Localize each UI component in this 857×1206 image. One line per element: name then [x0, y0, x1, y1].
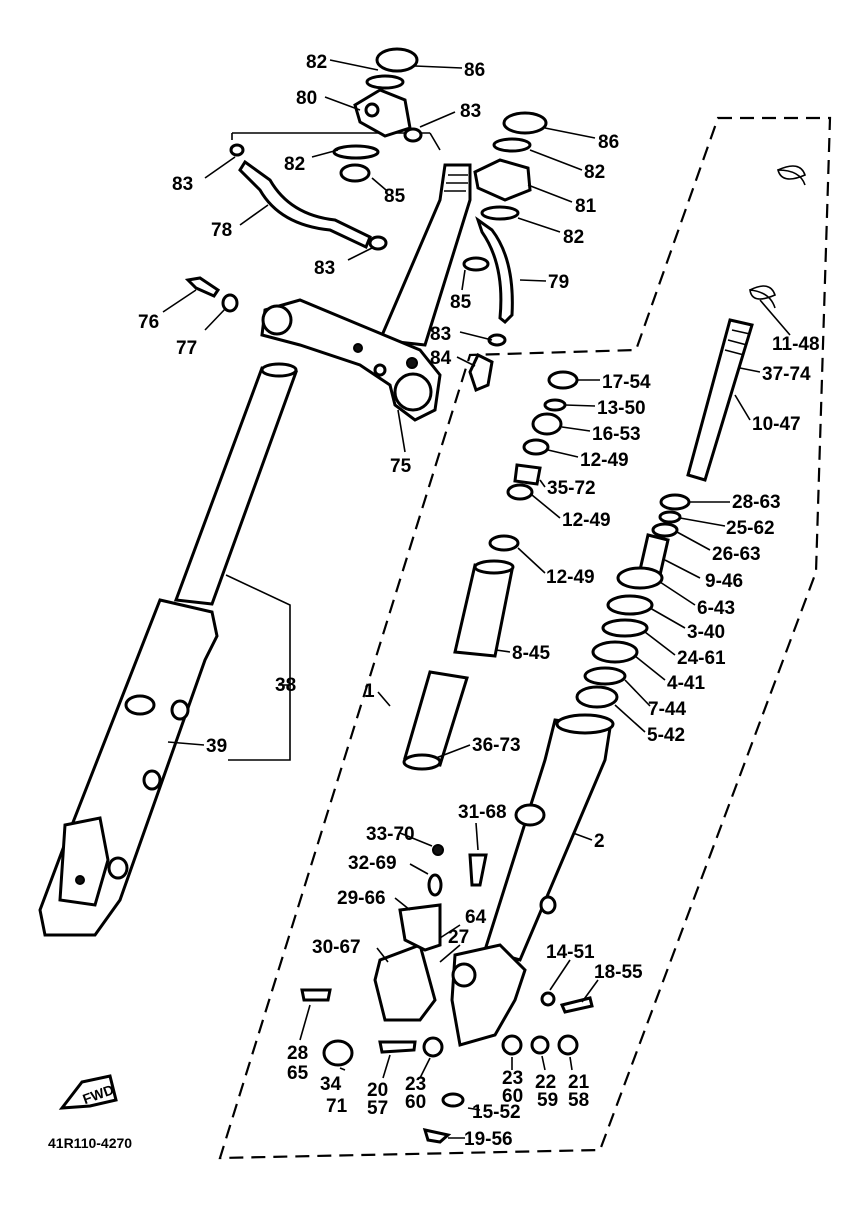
label-7-44: 7-44 — [648, 699, 686, 720]
label-19-56: 19-56 — [464, 1129, 513, 1150]
label-10-47: 10-47 — [752, 414, 801, 435]
left-fork-assembly — [38, 362, 299, 937]
label-81: 81 — [575, 196, 597, 217]
label-57: 57 — [367, 1098, 388, 1119]
label-82: 82 — [306, 52, 327, 73]
label-82: 82 — [284, 154, 305, 175]
label-79: 79 — [548, 272, 569, 293]
assembly-outline-dashed — [218, 116, 832, 1160]
label-85: 85 — [384, 186, 406, 207]
label-85: 85 — [450, 292, 472, 313]
label-32-69: 32-69 — [348, 853, 397, 874]
label-15-52: 15-52 — [472, 1102, 521, 1123]
label-23: 23 — [502, 1068, 523, 1089]
label-27: 27 — [448, 927, 469, 948]
label-60: 60 — [502, 1086, 523, 1107]
label-29-66: 29-66 — [337, 888, 386, 909]
label-82: 82 — [584, 162, 605, 183]
leader-lines — [162, 59, 791, 1139]
brake-hose-left — [238, 159, 372, 250]
label-83: 83 — [172, 174, 193, 195]
label-31-68: 31-68 — [458, 802, 507, 823]
forward-arrow-icon: FWD — [58, 1074, 118, 1110]
label-12-49: 12-49 — [562, 510, 611, 531]
label-80: 80 — [296, 88, 317, 109]
label-71: 71 — [326, 1096, 348, 1117]
label-6-43: 6-43 — [697, 598, 735, 619]
label-4-41: 4-41 — [667, 673, 705, 694]
label-76: 76 — [138, 312, 159, 333]
label-3-40: 3-40 — [687, 622, 725, 643]
cap-and-seals — [488, 370, 579, 552]
label-28: 28 — [287, 1043, 308, 1064]
brake-hose-right — [475, 216, 514, 325]
label-8-45: 8-45 — [512, 643, 550, 664]
label-23: 23 — [405, 1074, 426, 1095]
label-24-61: 24-61 — [677, 648, 726, 669]
label-83: 83 — [314, 258, 335, 279]
label-16-53: 16-53 — [592, 424, 641, 445]
label-77: 77 — [176, 338, 197, 359]
label-35-72: 35-72 — [547, 478, 596, 499]
label-34: 34 — [320, 1074, 342, 1095]
label-59: 59 — [537, 1090, 558, 1111]
label-1: 1 — [364, 681, 375, 702]
label-33-70: 33-70 — [366, 824, 415, 845]
part-labels: 82 86 80 83 86 83 82 85 82 81 78 82 83 7… — [48, 52, 820, 1151]
label-38: 38 — [275, 675, 296, 696]
label-17-54: 17-54 — [602, 372, 651, 393]
label-83: 83 — [460, 101, 481, 122]
diagram-code: 41R110-4270 — [48, 1135, 132, 1151]
top-hardware — [229, 47, 548, 221]
label-12-49: 12-49 — [546, 567, 595, 588]
label-2: 2 — [594, 831, 605, 852]
label-18-55: 18-55 — [594, 962, 643, 983]
label-14-51: 14-51 — [546, 942, 595, 963]
label-83: 83 — [430, 324, 451, 345]
label-13-50: 13-50 — [597, 398, 646, 419]
label-5-42: 5-42 — [647, 725, 685, 746]
label-39: 39 — [206, 736, 227, 757]
label-20: 20 — [367, 1080, 388, 1101]
label-86: 86 — [598, 132, 619, 153]
label-64: 64 — [465, 907, 487, 928]
label-21: 21 — [568, 1072, 590, 1093]
label-78: 78 — [211, 220, 232, 241]
label-36-73: 36-73 — [472, 735, 521, 756]
right-outer-tube — [450, 713, 615, 1047]
label-84: 84 — [430, 348, 452, 369]
cylinder-lower — [403, 670, 469, 767]
label-12-49: 12-49 — [580, 450, 629, 471]
label-75: 75 — [390, 456, 412, 477]
label-22: 22 — [535, 1072, 556, 1093]
label-28-63: 28-63 — [732, 492, 781, 513]
label-65: 65 — [287, 1063, 309, 1084]
label-82: 82 — [563, 227, 584, 248]
label-11-48: 11-48 — [772, 334, 820, 355]
label-26-63: 26-63 — [712, 544, 761, 565]
cylinder-upper — [453, 563, 514, 658]
label-86: 86 — [464, 60, 485, 81]
damper-rod-assembly — [575, 165, 806, 709]
label-30-67: 30-67 — [312, 937, 361, 958]
label-25-62: 25-62 — [726, 518, 775, 539]
label-9-46: 9-46 — [705, 571, 743, 592]
steering-stem — [260, 163, 472, 422]
label-58: 58 — [568, 1090, 589, 1111]
label-60: 60 — [405, 1092, 426, 1113]
label-37-74: 37-74 — [762, 364, 811, 385]
